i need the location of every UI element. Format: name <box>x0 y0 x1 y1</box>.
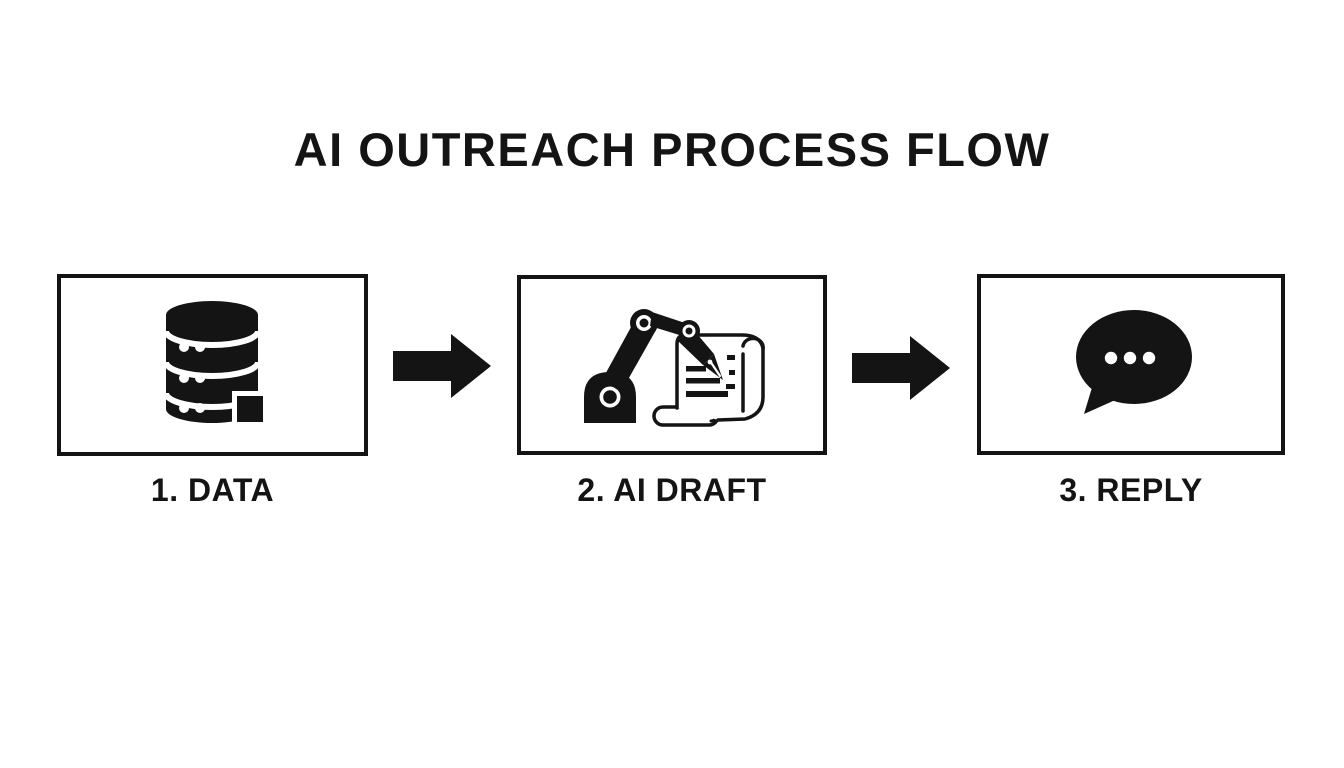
arrow-right-icon <box>393 334 491 398</box>
robot-arm-writing-icon <box>584 308 765 427</box>
chat-bubble-icon <box>1076 309 1192 414</box>
step-label-ai-draft: 2. AI DRAFT <box>577 472 767 508</box>
database-icon <box>163 301 263 426</box>
step-box-ai-draft <box>517 275 827 455</box>
step-label-reply: 3. REPLY <box>1059 472 1203 508</box>
step-box-data <box>57 274 368 456</box>
diagram-title: AI OUTREACH PROCESS FLOW <box>293 123 1051 176</box>
step-label-data: 1. DATA <box>150 472 275 508</box>
step-box-reply <box>977 274 1285 455</box>
arrow-right-icon <box>852 336 950 400</box>
